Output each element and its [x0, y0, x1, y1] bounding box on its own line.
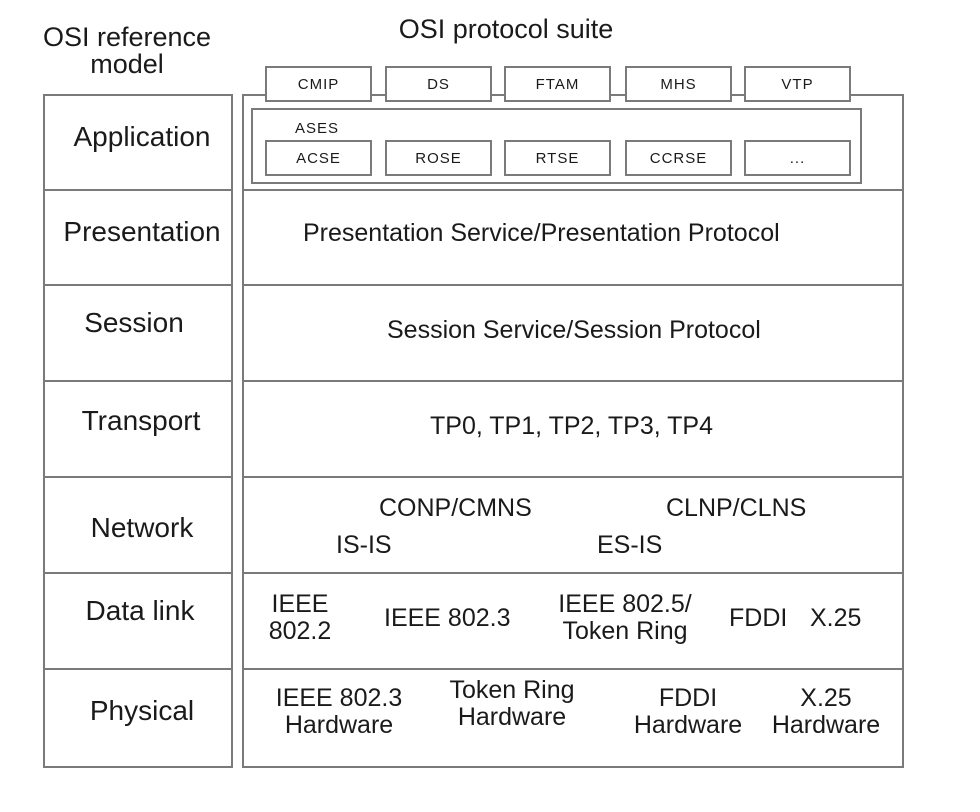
- physical-ieee-8023: IEEE 802.3 Hardware: [275, 684, 403, 739]
- network-conp-cmns: CONP/CMNS: [379, 494, 532, 522]
- tab-cmip: CMIP: [265, 66, 372, 102]
- divider: [242, 380, 904, 382]
- layer-physical: Physical: [89, 695, 195, 726]
- session-protocol: Session Service/Session Protocol: [387, 316, 761, 344]
- layer-application: Application: [73, 121, 211, 152]
- layer-network: Network: [90, 512, 194, 543]
- divider: [43, 668, 233, 670]
- reference-model-column: [43, 94, 233, 768]
- tab-ds: DS: [385, 66, 492, 102]
- tab-mhs: MHS: [625, 66, 732, 102]
- divider: [242, 189, 904, 191]
- presentation-protocol: Presentation Service/Presentation Protoc…: [303, 219, 780, 247]
- ases-rtse: RTSE: [504, 140, 611, 176]
- divider: [43, 572, 233, 574]
- tab-vtp: VTP: [744, 66, 851, 102]
- network-is-is: IS-IS: [336, 531, 392, 559]
- divider: [43, 476, 233, 478]
- network-es-is: ES-IS: [597, 531, 663, 559]
- layer-presentation: Presentation: [63, 216, 221, 247]
- divider: [242, 668, 904, 670]
- divider: [43, 380, 233, 382]
- layer-transport: Transport: [81, 405, 201, 436]
- datalink-ieee-8022: IEEE 802.2: [268, 590, 332, 645]
- layer-session: Session: [84, 307, 184, 338]
- physical-x25: X.25 Hardware: [771, 684, 881, 739]
- divider: [242, 572, 904, 574]
- datalink-x25: X.25: [810, 604, 862, 632]
- ases-box: [251, 108, 862, 184]
- divider: [43, 189, 233, 191]
- datalink-ieee-8023: IEEE 802.3: [384, 604, 511, 632]
- physical-fddi: FDDI Hardware: [633, 684, 743, 739]
- divider: [242, 284, 904, 286]
- datalink-ieee-8025: IEEE 802.5/ Token Ring: [558, 590, 692, 645]
- divider: [242, 476, 904, 478]
- tab-ftam: FTAM: [504, 66, 611, 102]
- ases-acse: ACSE: [265, 140, 372, 176]
- protocol-suite-header: OSI protocol suite: [398, 14, 614, 44]
- datalink-fddi: FDDI: [729, 604, 788, 632]
- ases-ccrse: CCRSE: [625, 140, 732, 176]
- divider: [43, 284, 233, 286]
- ases-more: ...: [744, 140, 851, 176]
- physical-token-ring: Token Ring Hardware: [449, 676, 575, 731]
- transport-protocols: TP0, TP1, TP2, TP3, TP4: [430, 412, 714, 440]
- layer-data-link: Data link: [85, 595, 195, 626]
- ases-rose: ROSE: [385, 140, 492, 176]
- reference-model-header: OSI reference model: [42, 22, 212, 79]
- network-clnp-clns: CLNP/CLNS: [666, 494, 807, 522]
- ases-label: ASES: [295, 120, 340, 137]
